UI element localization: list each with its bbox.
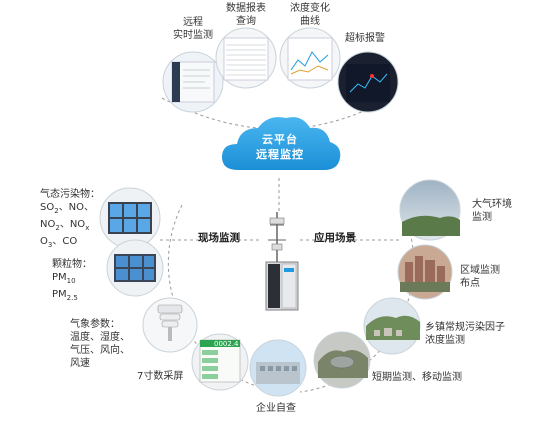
right-label-atmosphere: 大气环境 监测 <box>472 198 512 224</box>
left-label-gas-line4: O3、CO <box>40 236 78 249</box>
top-label-remote: 远程 实时监测 <box>163 16 223 42</box>
right-label-region-line2: 布点 <box>460 278 480 289</box>
top-label-alarm-line1: 超标报警 <box>345 33 385 44</box>
top-circle-4 <box>337 51 399 113</box>
top-label-remote-line1: 远程 <box>183 17 203 28</box>
left-label-pm-line1: 颗粒物： <box>52 259 92 270</box>
left-label-screen: 7寸数采屏 <box>137 370 183 383</box>
left-label-weather-line1: 气象参数： <box>70 319 120 330</box>
top-label-report-line2: 查询 <box>236 16 256 27</box>
right-label-region-line1: 区域监测 <box>460 265 500 276</box>
screen-value: 0002.4 <box>214 340 239 348</box>
left-label-gas-line1: 气态污染物： <box>40 189 100 200</box>
top-label-report: 数据报表 查询 <box>216 2 276 28</box>
right-label-atmosphere-line1: 大气环境 <box>472 199 512 210</box>
top-circle-1 <box>162 51 224 113</box>
left-circle-pm <box>106 239 164 297</box>
left-label-weather-line4: 风速 <box>70 358 90 369</box>
left-circle-gas <box>99 187 161 249</box>
cloud-label-line2: 远程监控 <box>256 148 304 161</box>
left-circle-weather <box>142 297 198 353</box>
right-label-mobile-line1: 短期监测、移动监测 <box>372 372 462 383</box>
right-circle-region <box>397 244 453 300</box>
top-label-alarm: 超标报警 <box>345 32 385 45</box>
top-label-remote-line2: 实时监测 <box>173 30 213 41</box>
right-circle-township <box>363 297 421 355</box>
right-label-atmosphere-line2: 监测 <box>472 212 492 223</box>
bottom-label-enterprise: 企业自查 <box>256 402 296 415</box>
right-circle-enterprise <box>249 339 307 397</box>
left-arc <box>167 204 283 393</box>
right-label-township: 乡镇常规污染因子 浓度监测 <box>425 321 505 347</box>
left-label-screen-line1: 7寸数采屏 <box>137 371 184 382</box>
left-label-weather-line2: 温度、湿度、 <box>70 332 130 343</box>
left-label-weather-line3: 气压、风向、 <box>70 345 130 356</box>
left-label-pm-line2: PM10 <box>52 272 76 285</box>
left-label-pm-line3: PM2.5 <box>52 289 78 302</box>
right-label-region: 区域监测 布点 <box>460 264 500 290</box>
right-label-mobile: 短期监测、移动监测 <box>372 371 462 384</box>
top-label-curve-line2: 曲线 <box>300 16 320 27</box>
left-section-title: 现场监测 <box>198 232 240 244</box>
right-circle-mobile <box>313 331 371 389</box>
cloud-shape <box>222 117 341 170</box>
monitoring-station-image <box>265 212 299 311</box>
top-label-curve: 浓度变化 曲线 <box>280 2 340 28</box>
right-section-title: 应用场景 <box>314 232 356 244</box>
top-circle-3 <box>279 27 341 89</box>
cloud-label: 云平台 远程监控 <box>240 132 320 162</box>
cloud-label-line1: 云平台 <box>262 133 298 146</box>
bottom-label-enterprise-line1: 企业自查 <box>256 403 296 414</box>
left-label-gas-line2: SO2、NO、 <box>40 202 95 215</box>
top-circle-2 <box>215 27 277 89</box>
right-label-township-line1: 乡镇常规污染因子 <box>425 322 505 333</box>
right-circle-atmosphere <box>399 179 461 241</box>
right-label-township-line2: 浓度监测 <box>425 335 465 346</box>
left-circle-screen <box>191 333 249 391</box>
left-label-gas-line3: NO2、NOx <box>40 219 90 232</box>
left-label-pm: 颗粒物： PM10 PM2.5 <box>52 258 92 305</box>
top-label-report-line1: 数据报表 <box>226 3 266 14</box>
left-label-weather: 气象参数： 温度、湿度、 气压、风向、 风速 <box>70 318 130 370</box>
top-label-curve-line1: 浓度变化 <box>290 3 330 14</box>
left-label-gas: 气态污染物： SO2、NO、 NO2、NOx O3、CO <box>40 188 100 252</box>
